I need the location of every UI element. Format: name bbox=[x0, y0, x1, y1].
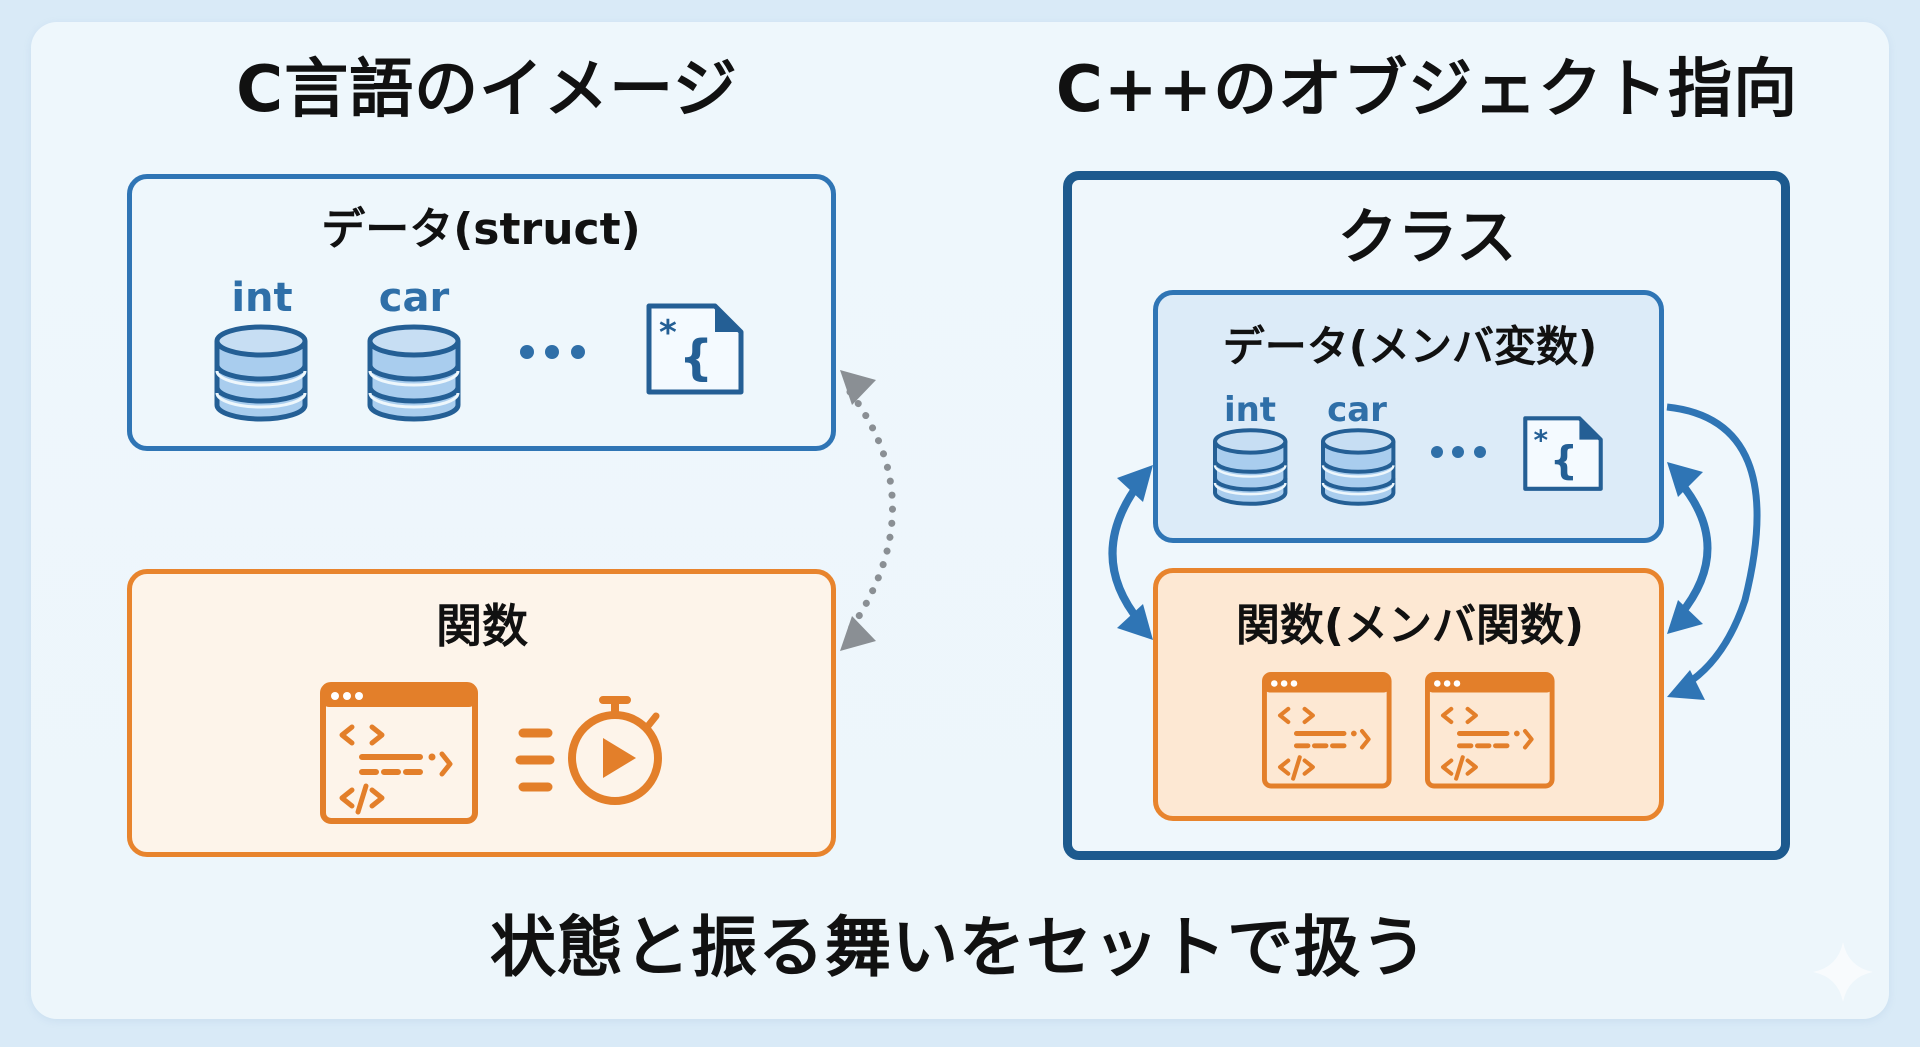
cpp-left-double-arrow bbox=[1108, 465, 1153, 640]
cpp-code-window-icon-1 bbox=[1264, 674, 1389, 786]
cpp-right-double-arrow bbox=[1667, 462, 1712, 634]
cpp-type-label-car: car bbox=[1327, 390, 1387, 430]
cpp-member-functions-box bbox=[1153, 568, 1664, 821]
cpp-type-label-int: int bbox=[1223, 390, 1277, 430]
c-dotted-connector-arrow bbox=[840, 370, 896, 651]
cpp-member-variables-title: データ(メンバ変数) bbox=[1222, 322, 1598, 371]
c-ellipsis-icon bbox=[520, 345, 585, 359]
c-code-window-icon bbox=[323, 685, 475, 821]
cpp-ellipsis-icon bbox=[1431, 446, 1486, 458]
cpp-code-window-icon-2 bbox=[1427, 674, 1552, 786]
footer-caption: 状態と振る舞いをセットで扱う bbox=[490, 909, 1428, 986]
c-function-title: 関数 bbox=[436, 599, 528, 653]
cpp-class-title: クラス bbox=[1337, 203, 1517, 273]
cpp-outer-right-arrow bbox=[1666, 403, 1761, 700]
c-type-label-int: int bbox=[231, 275, 293, 321]
sparkle-watermark-icon bbox=[1813, 942, 1873, 1002]
c-database-icon-int bbox=[217, 327, 305, 419]
cpp-database-icon-car bbox=[1323, 430, 1393, 504]
c-type-label-car: car bbox=[378, 275, 450, 321]
cpp-code-file-icon bbox=[1525, 418, 1600, 489]
cpp-member-functions-title: 関数(メンバ関数) bbox=[1235, 600, 1585, 651]
cpp-database-icon-int bbox=[1215, 430, 1285, 504]
right-title: C++のオブジェクト指向 bbox=[1055, 53, 1799, 127]
c-data-struct-title: データ(struct) bbox=[321, 204, 641, 255]
c-code-file-icon bbox=[649, 306, 741, 392]
stopwatch-play-icon bbox=[515, 696, 662, 805]
c-function-box bbox=[127, 569, 836, 857]
left-title: C言語のイメージ bbox=[236, 53, 738, 127]
c-database-icon-car bbox=[370, 327, 458, 419]
